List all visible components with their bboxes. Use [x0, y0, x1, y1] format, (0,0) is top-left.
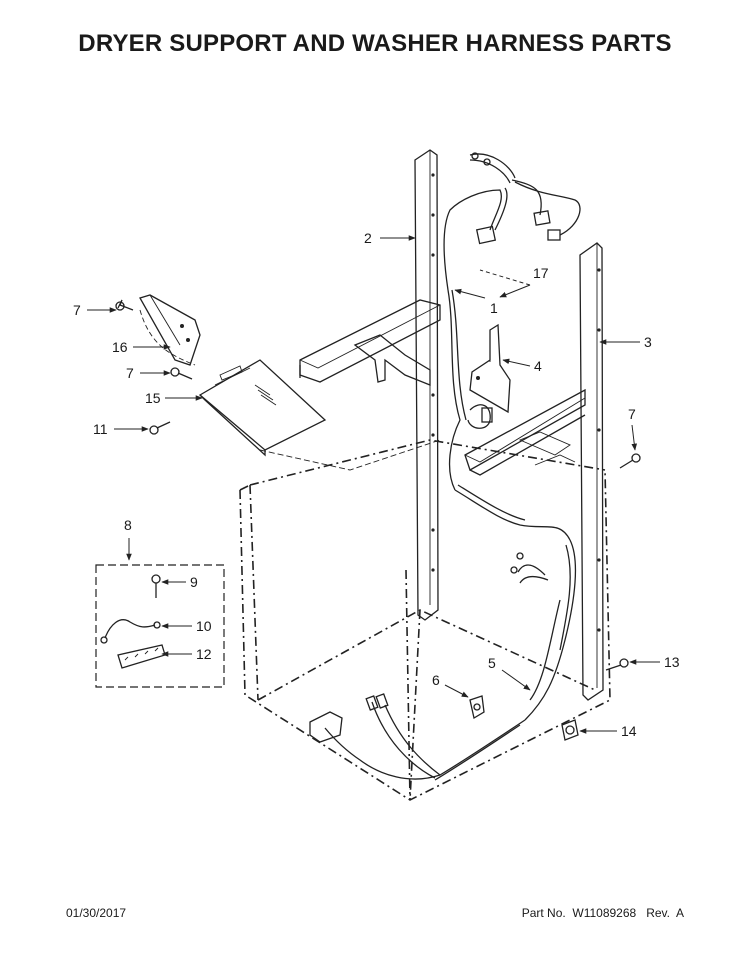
callout-9: 9: [190, 574, 198, 590]
callout-17: 17: [533, 265, 549, 281]
left-support-rail: [414, 149, 439, 621]
callout-15: 15: [145, 390, 161, 406]
callout-13: 13: [664, 654, 680, 670]
callout-6: 6: [432, 672, 440, 688]
callout-7-right: 7: [628, 406, 636, 422]
callout-2: 2: [364, 230, 372, 246]
callout-3: 3: [644, 334, 652, 350]
lower-wire-harness: [309, 539, 577, 781]
callout-10: 10: [196, 618, 212, 634]
callout-11: 11: [93, 421, 108, 437]
cross-braces: [299, 299, 586, 476]
callout-14: 14: [621, 723, 637, 739]
screws: [115, 299, 641, 741]
harness-clip: [469, 695, 485, 720]
revision-date: 01/30/2017: [66, 906, 127, 920]
callout-7-top: 7: [73, 302, 81, 318]
callout-4: 4: [534, 358, 542, 374]
callout-12: 12: [196, 646, 212, 662]
callout-16: 16: [112, 339, 128, 355]
callout-5: 5: [488, 655, 496, 671]
part-number: Part No. W11089268 Rev. A: [521, 906, 684, 920]
bracket-assembly: [139, 294, 441, 471]
right-support-rail: [579, 242, 604, 701]
callout-7-mid: 7: [126, 365, 134, 381]
upper-wire-harness: [443, 152, 581, 541]
harness-bracket: [469, 323, 511, 414]
callout-1: 1: [490, 300, 498, 316]
callout-leaders: [87, 235, 660, 734]
callout-8: 8: [124, 517, 132, 533]
page-title: DRYER SUPPORT AND WASHER HARNESS PARTS: [78, 30, 672, 57]
